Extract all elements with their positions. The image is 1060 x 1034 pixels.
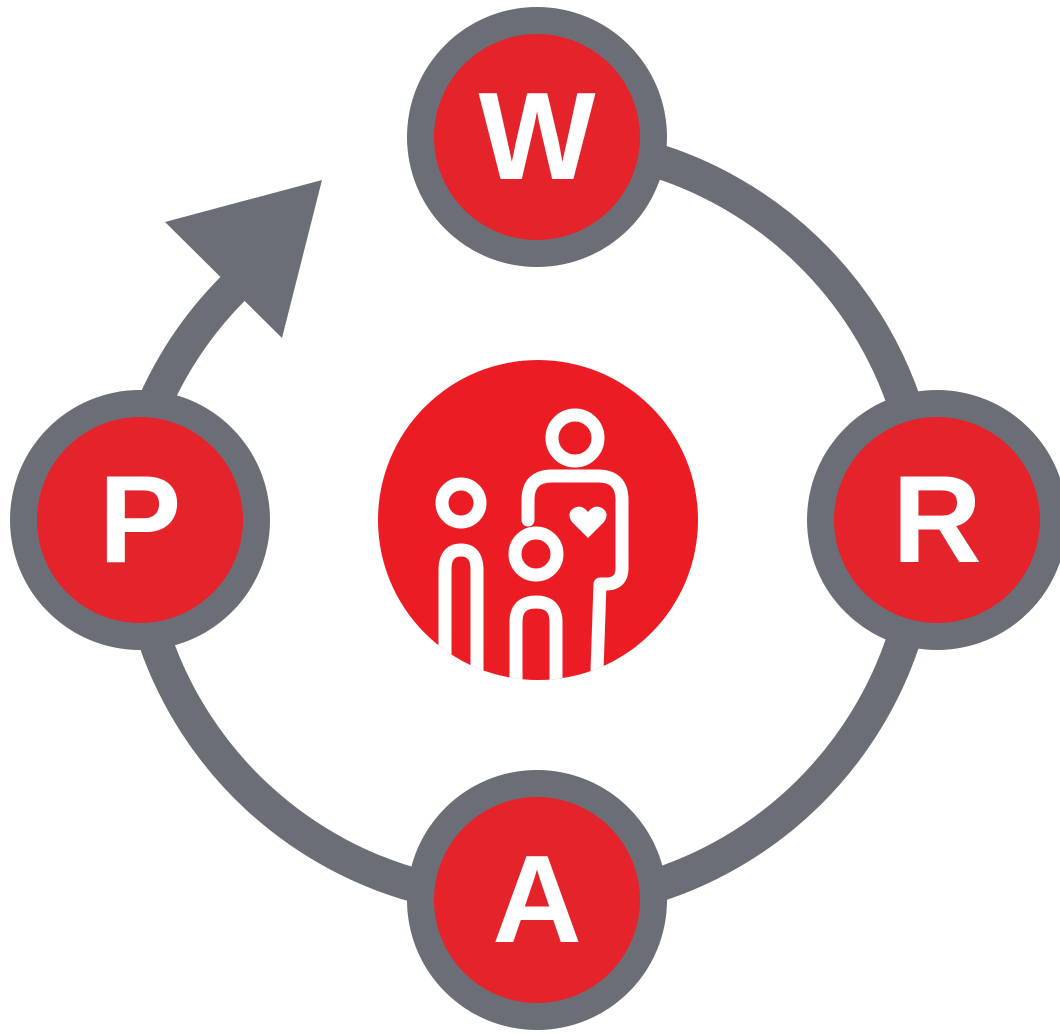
node-left: P [10,390,270,650]
child-small-head-icon [508,526,564,582]
ring-arc-top-right [643,141,922,411]
child-left-head-icon [435,477,487,529]
node-left-letter: P [99,451,182,589]
node-left-disc [37,417,243,623]
node-top-letter: W [478,68,595,206]
ring-arc-bottom-left [138,634,430,905]
node-right-disc [834,417,1040,623]
adult-head-icon [545,408,605,468]
node-right: R [807,390,1060,650]
heart-icon [569,506,607,538]
node-top-disc [434,34,640,240]
node-bottom: A [407,770,667,1030]
cycle-arrowhead-icon [165,180,322,338]
node-bottom-letter: A [492,831,582,969]
child-small-body-icon [509,595,563,680]
adult-body-icon [521,469,629,680]
family-heart-icon [435,408,629,680]
center-disc [378,360,698,680]
child-left-body-icon [438,543,484,680]
center-badge [378,360,698,680]
node-bottom-disc [434,797,640,1003]
ring-arc-right-bottom [643,629,922,905]
node-right-letter: R [892,451,982,589]
node-top: W [407,7,667,267]
